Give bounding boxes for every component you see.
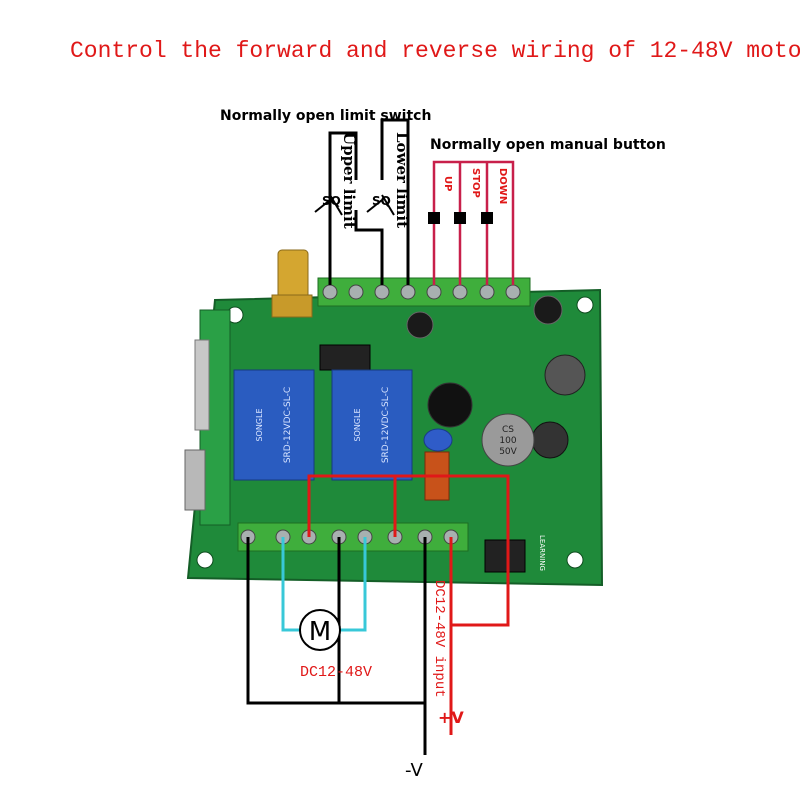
blue-capacitor bbox=[423, 428, 453, 452]
motor-black-wires bbox=[246, 537, 427, 755]
relay-1: SRD-12VDC-SL-C SONGLE bbox=[233, 369, 315, 481]
electrolytic-capacitor: CS 100 50V bbox=[481, 413, 535, 467]
plus-v-label: +V bbox=[438, 708, 464, 727]
learning-button bbox=[484, 539, 526, 573]
antenna-connector bbox=[277, 249, 309, 301]
ic-chip bbox=[319, 344, 371, 371]
motor-symbol: M bbox=[299, 609, 341, 651]
minus-v-label: -V bbox=[405, 760, 423, 781]
capacitor-inductor-2 bbox=[531, 421, 569, 459]
rf-module-crystal bbox=[194, 339, 210, 431]
ant-label: ANT bbox=[230, 308, 238, 323]
motor-cyan-wires bbox=[281, 537, 367, 632]
capacitor-line-2: 100 bbox=[499, 436, 516, 446]
capacitor-top-right bbox=[533, 295, 563, 325]
capacitor-small bbox=[406, 311, 434, 339]
relay-2-brand: SONGLE bbox=[353, 408, 362, 441]
manual-buttons bbox=[428, 212, 493, 224]
bottom-terminal-block bbox=[237, 522, 469, 552]
learning-label: LEARNING bbox=[538, 535, 546, 571]
antenna-base bbox=[271, 294, 313, 318]
relay-2-model: SRD-12VDC-SL-C bbox=[381, 387, 391, 463]
top-terminal-screws bbox=[322, 284, 521, 300]
motor-letter: M bbox=[309, 617, 331, 647]
button-down bbox=[481, 212, 493, 224]
mounting-hole bbox=[566, 551, 584, 569]
manual-button-heading: Normally open manual button bbox=[430, 137, 666, 153]
mounting-hole bbox=[576, 296, 594, 314]
mounting-hole bbox=[196, 551, 214, 569]
board-red-wires bbox=[307, 474, 510, 735]
capacitor-inductor bbox=[544, 354, 586, 396]
manual-button-wires bbox=[432, 160, 515, 285]
motor-voltage-label: DC12-48V bbox=[300, 664, 373, 681]
lower-limit-switch-symbol bbox=[366, 194, 395, 216]
capacitor-line-1: CS bbox=[502, 425, 514, 435]
relay-1-brand: SONGLE bbox=[255, 408, 264, 441]
rf-module-pins bbox=[184, 449, 206, 511]
limit-switch-wires bbox=[328, 118, 410, 285]
upper-limit-switch-symbol bbox=[314, 194, 343, 216]
capacitor-line-3: 50V bbox=[499, 447, 517, 457]
relay-2: SRD-12VDC-SL-C SONGLE bbox=[331, 369, 413, 481]
diagram-title: Control the forward and reverse wiring o… bbox=[70, 38, 800, 64]
button-up bbox=[428, 212, 440, 224]
limit-switch-heading: Normally open limit switch bbox=[220, 108, 432, 124]
power-input-label: DC12-48V input bbox=[431, 580, 447, 698]
buzzer bbox=[427, 382, 473, 428]
button-stop bbox=[454, 212, 466, 224]
relay-1-model: SRD-12VDC-SL-C bbox=[283, 387, 293, 463]
